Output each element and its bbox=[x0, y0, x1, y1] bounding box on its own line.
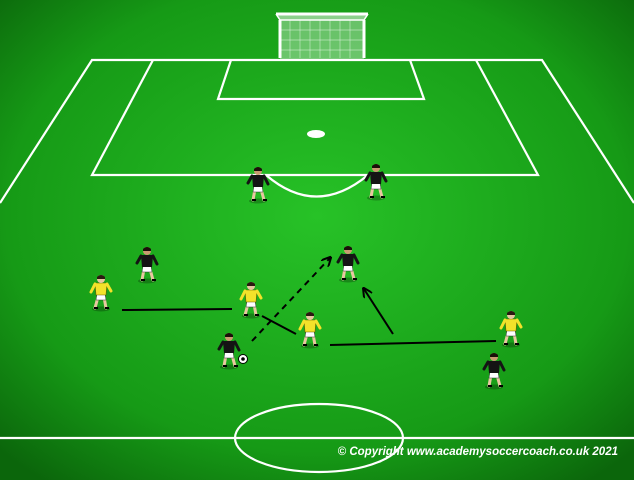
ball bbox=[238, 354, 248, 364]
run-line-centre bbox=[261, 315, 297, 335]
run-arrow bbox=[364, 289, 394, 335]
penalty-area bbox=[90, 59, 540, 177]
movement-lines bbox=[121, 258, 497, 346]
centre-circle bbox=[233, 402, 405, 474]
goal-line bbox=[0, 58, 634, 204]
pitch-lines bbox=[0, 58, 634, 474]
run-line-right bbox=[329, 340, 497, 346]
run-line-left bbox=[121, 308, 233, 311]
copyright-text: © Copyright www.academysoccercoach.co.uk… bbox=[337, 446, 618, 458]
six-yard-box bbox=[216, 59, 426, 101]
penalty-spot bbox=[307, 130, 325, 138]
penalty-arc bbox=[265, 174, 369, 198]
goal bbox=[275, 12, 369, 60]
pass-arrow bbox=[251, 258, 330, 342]
